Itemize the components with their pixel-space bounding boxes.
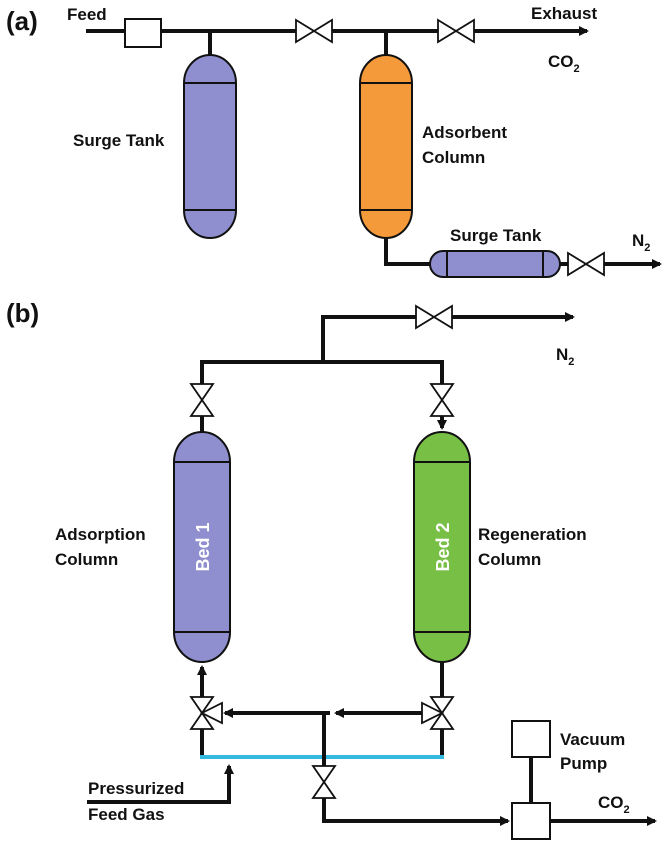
- bed1-column: [173, 431, 231, 663]
- bed2-label: Bed 2: [433, 522, 453, 571]
- valve-b-top[interactable]: [415, 304, 453, 330]
- regeneration-label-1: Regeneration: [478, 525, 587, 544]
- valve-a-3[interactable]: [567, 251, 605, 277]
- valve-a-1[interactable]: [295, 18, 333, 44]
- panel-b-label: (b): [6, 298, 39, 328]
- regeneration-label-2: Column: [478, 550, 541, 569]
- n2-label-a: N2: [632, 231, 650, 254]
- adsorbent-label-2: Column: [422, 148, 485, 167]
- valve-bed1-bottom[interactable]: [189, 696, 223, 730]
- valve-bed2-bottom[interactable]: [421, 696, 455, 730]
- n2-label-b: N2: [556, 345, 574, 368]
- panel-a-label: (a): [6, 6, 38, 36]
- adsorption-label-1: Adsorption: [55, 525, 146, 544]
- valve-vacuum[interactable]: [311, 765, 337, 799]
- vacuum-pump-box: [511, 720, 551, 758]
- exhaust-label: Exhaust: [531, 4, 597, 23]
- pipe-adsorbent-bottom: [384, 238, 430, 266]
- pipe-b-header: [200, 360, 444, 384]
- co2-label-b: CO2: [598, 793, 630, 816]
- surge-tank-left-label: Surge Tank: [73, 131, 165, 150]
- feed-label: Feed: [67, 5, 107, 24]
- vacuum-pump-label-1: Vacuum: [560, 730, 625, 749]
- valve-bed1-top[interactable]: [189, 383, 215, 417]
- adsorbent-label-1: Adsorbent: [422, 123, 507, 142]
- co2-label-a: CO2: [548, 52, 580, 75]
- pipe-b-top: [321, 315, 416, 362]
- surge-tank-left: [183, 54, 237, 239]
- compressor-box: [511, 802, 551, 840]
- feed-box: [124, 18, 162, 48]
- adsorption-label-2: Column: [55, 550, 118, 569]
- pipe-vacuum-2: [322, 798, 510, 826]
- valve-a-2[interactable]: [437, 18, 475, 44]
- surge-tank-right: [429, 250, 561, 278]
- feed-gas-label-1: Pressurized: [88, 779, 184, 798]
- feed-gas-arrow: [87, 764, 234, 804]
- vacuum-pump-label-2: Pump: [560, 754, 607, 773]
- surge-tank-right-label: Surge Tank: [450, 226, 542, 245]
- feed-gas-label-2: Feed Gas: [88, 805, 165, 824]
- valve-bed2-top[interactable]: [429, 383, 455, 417]
- bed1-label: Bed 1: [193, 522, 213, 571]
